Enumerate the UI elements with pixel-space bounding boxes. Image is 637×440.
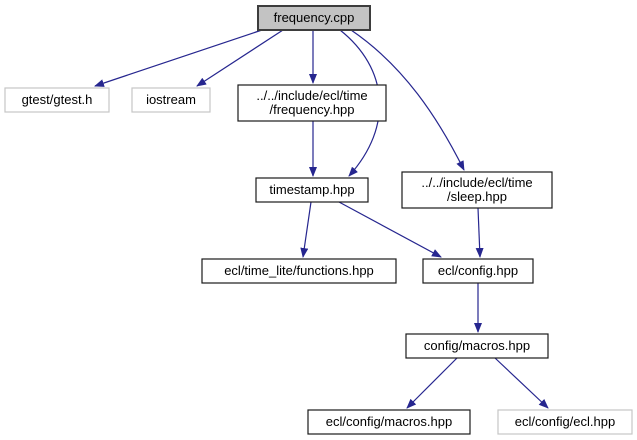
node-ecl-config-ecl-hpp: ecl/config/ecl.hpp — [497, 409, 633, 435]
node-frequency-hpp[interactable]: ../../include/ecl/time /frequency.hpp — [237, 84, 387, 122]
node-ecl-config-hpp[interactable]: ecl/config.hpp — [422, 258, 534, 284]
node-label-line1: ../../include/ecl/time — [256, 88, 367, 103]
node-box[interactable] — [255, 177, 369, 203]
node-label: gtest/gtest.h — [22, 92, 93, 107]
node-box[interactable] — [201, 258, 397, 284]
node-label: frequency.cpp — [274, 10, 355, 25]
node-config-macros-hpp[interactable]: config/macros.hpp — [405, 333, 549, 359]
node-box — [497, 409, 633, 435]
edge-sleep-hpp-to-ecl-config-hpp — [475, 207, 484, 258]
node-frequency-cpp: frequency.cpp — [257, 5, 371, 31]
node-box[interactable] — [237, 84, 387, 122]
edges-layer — [94, 29, 549, 409]
node-box[interactable] — [405, 333, 549, 359]
node-ecl-config-macros-hpp[interactable]: ecl/config/macros.hpp — [307, 409, 471, 435]
edge-timestamp-hpp-to-ecl-config-hpp — [338, 201, 442, 258]
node-label: timestamp.hpp — [269, 182, 354, 197]
edge-frequency-cpp-to-gtest — [94, 29, 263, 87]
node-timestamp-hpp[interactable]: timestamp.hpp — [255, 177, 369, 203]
node-gtest-gtest-h: gtest/gtest.h — [4, 87, 110, 113]
nodes-layer: frequency.cpp gtest/gtest.h iostream ../… — [4, 5, 633, 435]
node-box[interactable] — [307, 409, 471, 435]
edge-config-macros-hpp-to-ecl-config-ecl-hpp — [494, 357, 549, 409]
node-label: config/macros.hpp — [424, 338, 530, 353]
node-box[interactable] — [401, 171, 553, 209]
node-box — [257, 5, 371, 31]
node-label: ecl/config.hpp — [438, 263, 518, 278]
node-iostream: iostream — [131, 87, 211, 113]
node-label: ecl/config/ecl.hpp — [515, 414, 615, 429]
node-box — [131, 87, 211, 113]
node-label: ecl/config/macros.hpp — [326, 414, 452, 429]
edge-frequency-cpp-to-sleep-hpp — [350, 29, 465, 171]
node-label-line2: /frequency.hpp — [269, 102, 354, 117]
edge-timestamp-hpp-to-functions-hpp — [300, 201, 312, 258]
node-functions-hpp[interactable]: ecl/time_lite/functions.hpp — [201, 258, 397, 284]
node-label: iostream — [146, 92, 196, 107]
node-box[interactable] — [422, 258, 534, 284]
node-sleep-hpp[interactable]: ../../include/ecl/time /sleep.hpp — [401, 171, 553, 209]
node-label-line2: /sleep.hpp — [447, 189, 507, 204]
node-box — [4, 87, 110, 113]
edge-frequency-cpp-to-iostream — [196, 29, 284, 87]
node-label: ecl/time_lite/functions.hpp — [224, 263, 374, 278]
node-label-line1: ../../include/ecl/time — [421, 175, 532, 190]
edge-config-macros-hpp-to-ecl-config-macros-hpp — [406, 357, 458, 409]
